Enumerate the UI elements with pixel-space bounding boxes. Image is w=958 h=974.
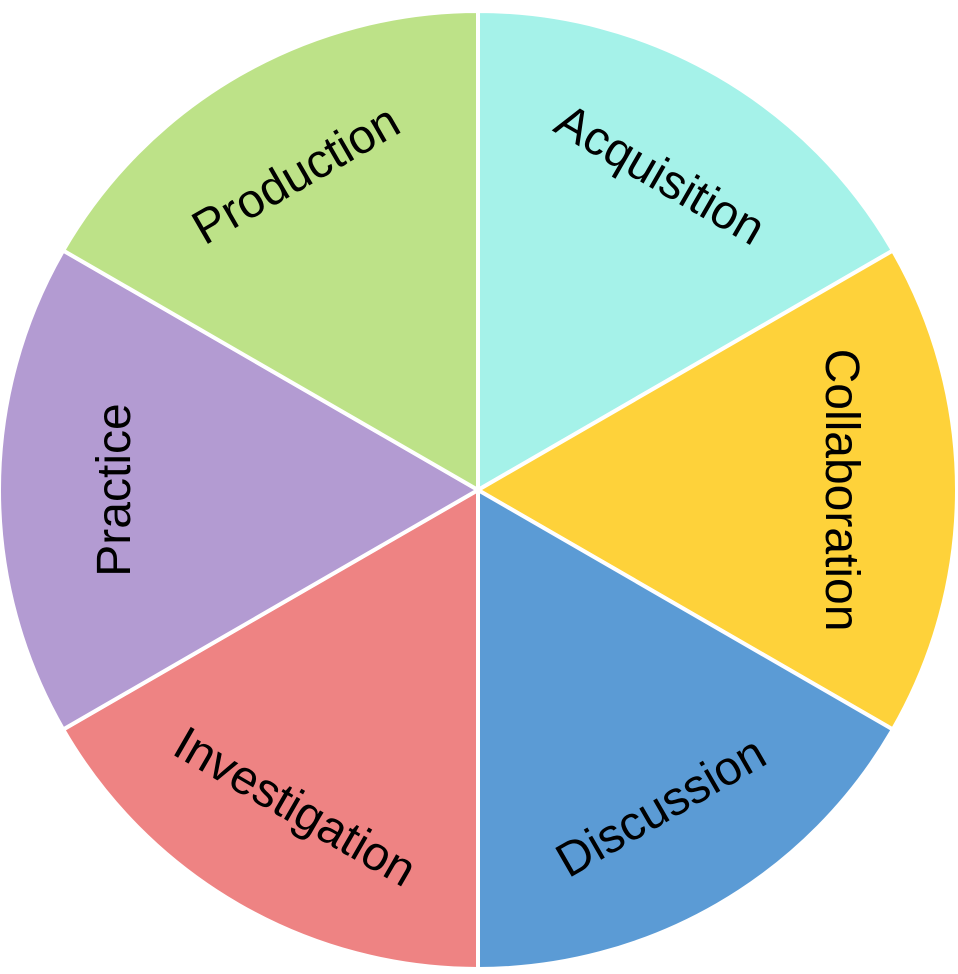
pie-slice-acquisition bbox=[476, 9, 895, 492]
pie-slice-investigation bbox=[61, 488, 480, 971]
slice-label-practice: Practice bbox=[88, 403, 141, 576]
pie-slice-discussion bbox=[476, 488, 895, 971]
slice-label-collaboration: Collaboration bbox=[815, 349, 868, 632]
pie-slice-practice bbox=[0, 248, 480, 732]
pie-slice-production bbox=[61, 9, 480, 492]
pie-slice-collaboration bbox=[476, 248, 958, 732]
pie-slices-group bbox=[0, 9, 958, 971]
